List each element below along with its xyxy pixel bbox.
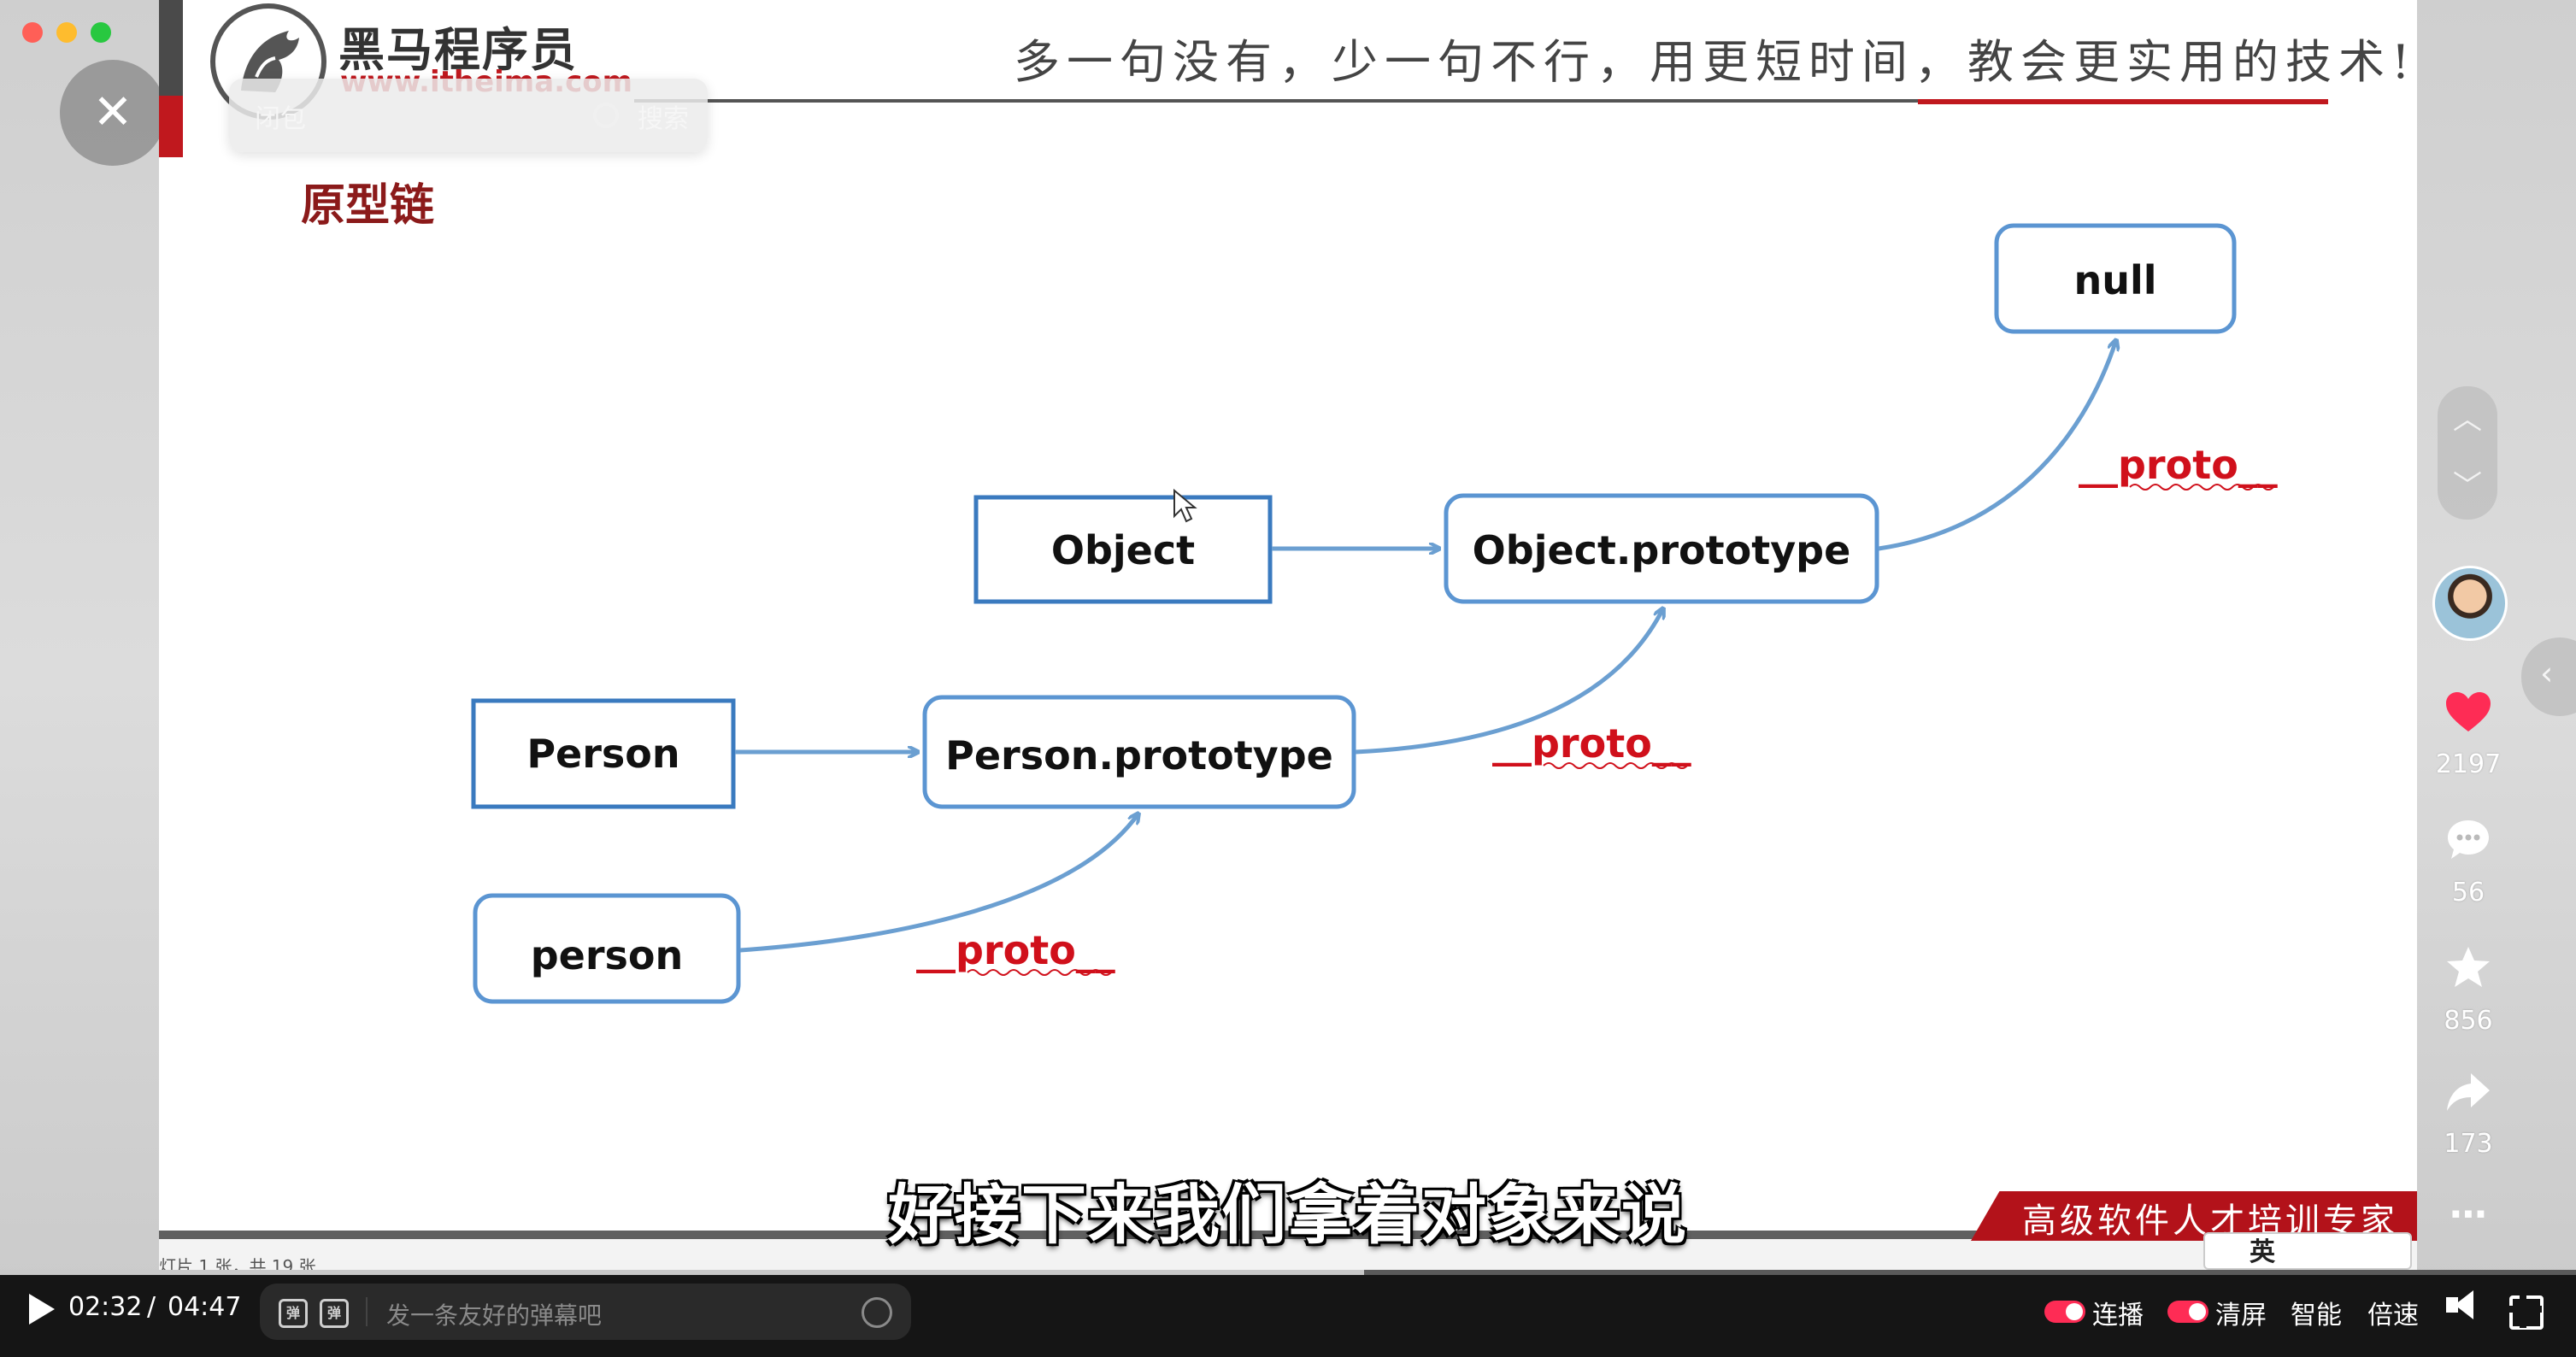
node-person-prototype: Person.prototype — [922, 695, 1356, 809]
chevron-left-icon: ‹ — [2540, 655, 2554, 692]
danmu-divider — [366, 1297, 368, 1326]
video-switch-control[interactable]: ︿ ﹀ — [2438, 386, 2497, 520]
share-arrow-icon — [2419, 1072, 2518, 1122]
current-time: 02:32 — [68, 1292, 143, 1322]
close-icon: ✕ — [92, 85, 133, 140]
proto-text-3: __proto__ — [916, 927, 1115, 973]
duration: 04:47 — [168, 1292, 242, 1322]
danmu-settings-icon[interactable]: 弹 — [320, 1299, 349, 1328]
search-icon — [593, 103, 619, 128]
chevron-down-icon: ﹀ — [2453, 469, 2482, 503]
proto-text-1: __proto__ — [2079, 442, 2278, 488]
node-person-constructor: Person — [471, 698, 736, 809]
window-close-dot[interactable] — [22, 22, 43, 43]
more-options-button[interactable]: ⋯ — [2450, 1193, 2489, 1237]
slogan-underline-accent — [1918, 99, 2328, 104]
proto-label-person-to-person-prototype: __proto__ — [916, 927, 1115, 976]
danmu-toggle-icon[interactable]: 弹 — [279, 1299, 308, 1328]
edge-person-instance-to-person-prototype — [739, 814, 1138, 953]
logo-brand-name: 黑马程序员 — [338, 23, 578, 77]
comment-button[interactable]: 56 — [2419, 819, 2518, 908]
previous-video-button[interactable]: ︿ — [2438, 386, 2497, 453]
ime-language-label: 英 — [2250, 1237, 2275, 1267]
like-count: 2197 — [2435, 749, 2502, 779]
comment-icon — [2419, 819, 2518, 871]
prototype-chain-diagram: null Object Object.prototype Person Pers… — [471, 223, 2278, 1004]
time-separator: / — [147, 1292, 156, 1322]
favorite-button[interactable]: 856 — [2419, 945, 2518, 1036]
share-button[interactable]: 173 — [2419, 1072, 2518, 1159]
node-object: Object — [973, 495, 1273, 604]
window-zoom-dot[interactable] — [91, 22, 111, 43]
playback-progress-fill[interactable] — [0, 1270, 1365, 1275]
slide-corner-accent — [159, 96, 183, 157]
clear-screen-toggle[interactable] — [2167, 1301, 2208, 1323]
favorite-count: 856 — [2444, 1006, 2493, 1036]
autoplay-toggle[interactable] — [2044, 1301, 2085, 1323]
quality-button[interactable]: 智能 — [2291, 1301, 2342, 1331]
clear-screen-label[interactable]: 清屏 — [2215, 1301, 2267, 1331]
danmu-input[interactable]: 发一条友好的弹幕吧 — [386, 1301, 603, 1330]
proto-label-person-prototype-to-object-prototype: __proto__ — [1492, 720, 1691, 769]
slide-title: 原型链 — [301, 180, 435, 232]
slide-corner-bar — [159, 0, 183, 96]
search-query-text: 闭包 — [255, 104, 306, 134]
node-person-instance: person — [473, 893, 741, 1004]
star-icon — [2419, 945, 2518, 999]
fullscreen-icon[interactable] — [2509, 1295, 2544, 1330]
volume-icon-cone — [2455, 1290, 2473, 1319]
speed-button[interactable]: 倍速 — [2367, 1301, 2419, 1331]
close-video-button[interactable]: ✕ — [60, 60, 166, 166]
cursor-pointer-icon — [1173, 488, 1197, 523]
proto-text-2: __proto__ — [1492, 720, 1691, 767]
video-subtitle: 好接下来我们拿着对象来说 — [888, 1177, 1688, 1253]
edge-person-prototype-to-object-prototype — [1355, 608, 1663, 755]
emoji-icon[interactable] — [862, 1297, 892, 1328]
like-button[interactable]: 2197 — [2419, 690, 2518, 779]
video-frame-slide[interactable]: 黑马程序员 www.itheima.com 多一句没有，少一句不行，用更短时间，… — [159, 0, 2417, 1270]
node-null: null — [1994, 223, 2237, 334]
node-person-constructor-label: Person — [526, 731, 679, 777]
slide-counter: 灯片 1 张，共 19 张 — [159, 1256, 316, 1270]
autoplay-label[interactable]: 连播 — [2092, 1301, 2144, 1331]
side-panel-toggle[interactable] — [2521, 637, 2576, 716]
danmu-input-box[interactable]: 弹 弹 发一条友好的弹幕吧 — [260, 1284, 911, 1340]
window-minimize-dot[interactable] — [56, 22, 77, 43]
next-video-button[interactable]: ﹀ — [2438, 453, 2497, 520]
share-count: 173 — [2444, 1129, 2493, 1159]
proto-label-object-prototype-to-null: __proto__ — [2079, 442, 2278, 491]
node-object-prototype: Object.prototype — [1444, 493, 1879, 604]
author-avatar[interactable] — [2432, 566, 2508, 641]
edge-object-prototype-to-null — [1878, 340, 2116, 551]
node-person-instance-label: person — [531, 932, 684, 978]
player-control-bar: 02:32 / 04:47 弹 弹 发一条友好的弹幕吧 连播 清屏 智能 倍速 — [0, 1270, 2576, 1357]
node-object-prototype-label: Object.prototype — [1473, 527, 1851, 573]
slogan-underline — [634, 99, 1942, 103]
chevron-up-icon: ︿ — [2453, 402, 2482, 437]
node-object-label: Object — [1051, 527, 1195, 573]
search-button[interactable]: 搜索 — [638, 104, 689, 134]
ime-toolbar — [2203, 1232, 2412, 1270]
node-person-prototype-label: Person.prototype — [945, 732, 1333, 778]
node-null-label: null — [2073, 257, 2156, 303]
overlay-search-box[interactable]: 闭包 搜索 — [229, 79, 708, 152]
slide-slogan: 多一句没有，少一句不行，用更短时间，教会更实用的技术! — [1014, 35, 2417, 89]
comment-count: 56 — [2451, 878, 2485, 908]
heart-icon — [2419, 690, 2518, 743]
play-icon[interactable] — [29, 1294, 55, 1325]
video-backdrop-left — [0, 0, 159, 1352]
